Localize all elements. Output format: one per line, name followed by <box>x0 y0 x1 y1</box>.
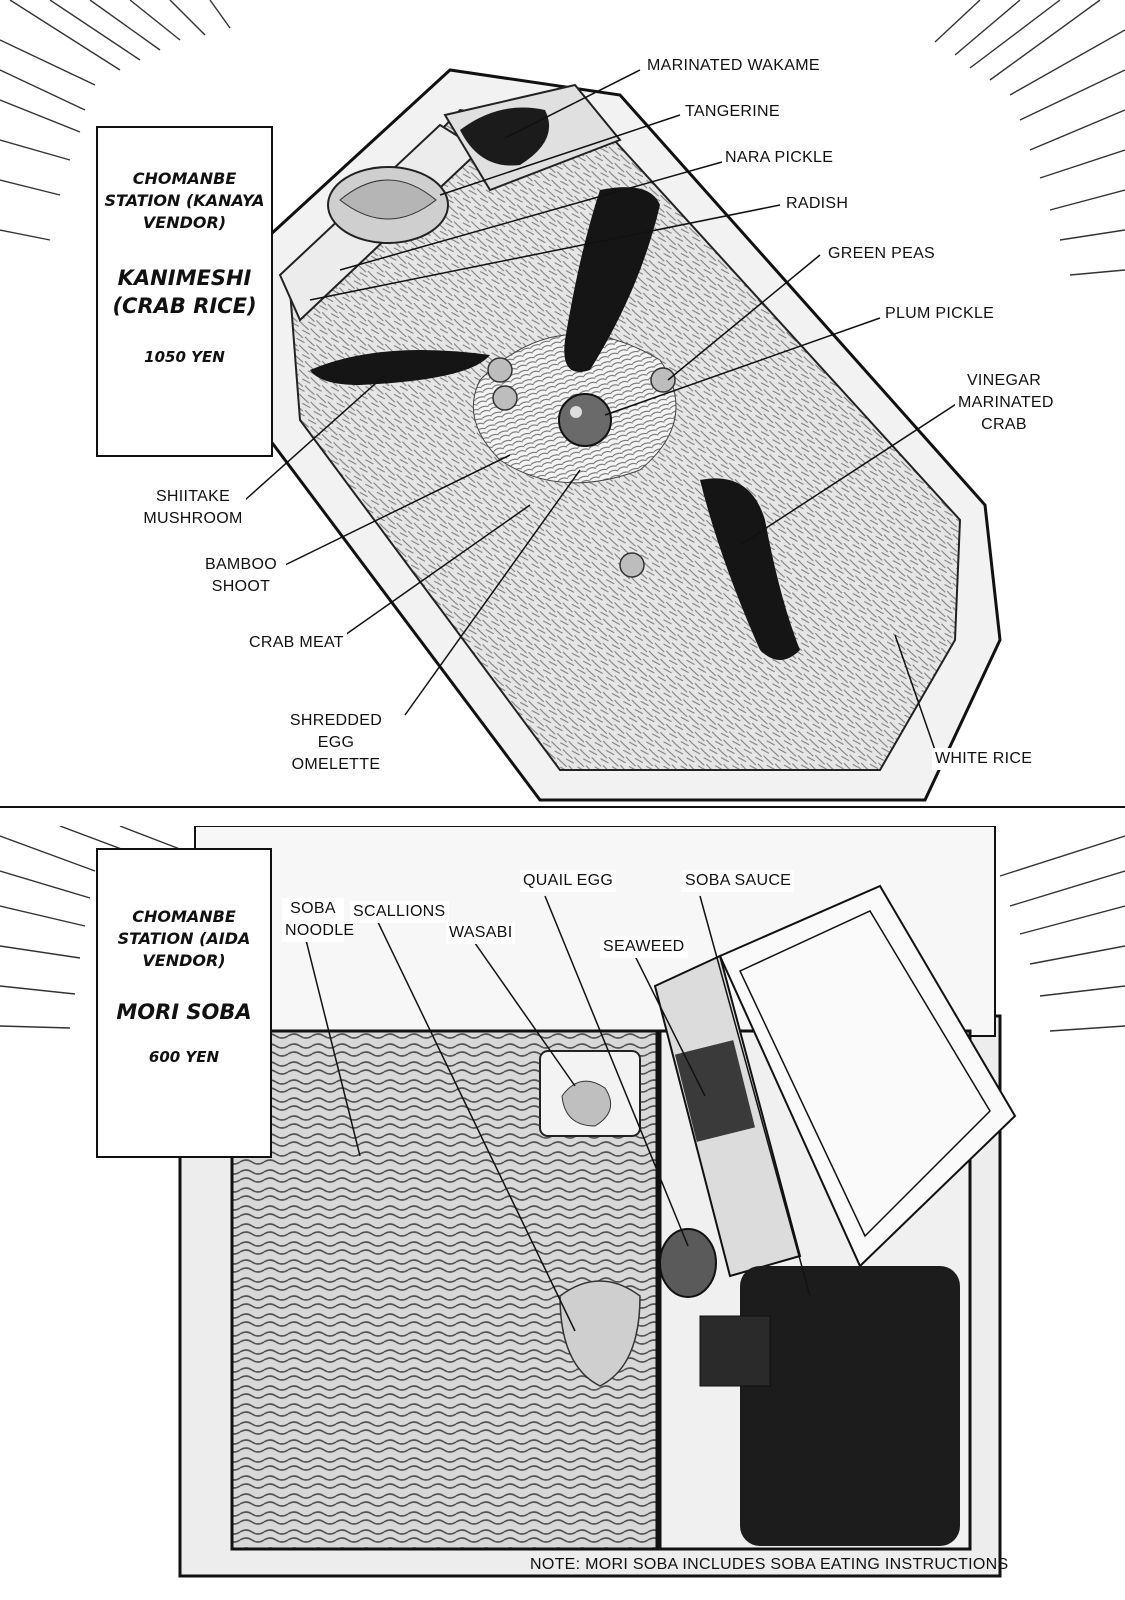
label-soba-sauce: SOBA SAUCE <box>682 870 795 892</box>
label-shiitake-mushroom: SHIITAKE MUSHROOM <box>140 486 246 530</box>
label-vinegar-marinated-crab: VINEGAR MARINATED CRAB <box>955 370 1053 436</box>
label-white-rice: WHITE RICE <box>932 748 1036 770</box>
label-radish: RADISH <box>783 193 852 215</box>
label-marinated-wakame: MARINATED WAKAME <box>644 55 823 77</box>
dish-name: MORI SOBA <box>116 1000 252 1024</box>
crab-rice-info-box: CHOMANBE STATION (KANAYA VENDOR) KANIMES… <box>96 126 273 457</box>
dish-price: 1050 YEN <box>144 348 225 366</box>
footnote: NOTE: MORI SOBA INCLUDES SOBA EATING INS… <box>530 1556 1009 1573</box>
label-soba-noodle: SOBA NOODLE <box>282 898 354 942</box>
label-crab-meat: CRAB MEAT <box>246 632 347 654</box>
crab-rice-bento-illustration <box>0 0 1125 802</box>
dish-price: 600 YEN <box>148 1048 220 1066</box>
label-scallions: SCALLIONS <box>350 901 449 923</box>
bottom-panel: CHOMANBE STATION (AIDA VENDOR) MORI SOBA… <box>0 826 1125 1600</box>
label-wasabi: WASABI <box>446 922 516 944</box>
dish-name: KANIMESHI (CRAB RICE) <box>112 266 257 318</box>
label-bamboo-shoot: BAMBOO SHOOT <box>196 554 286 598</box>
mori-soba-bento-illustration <box>0 826 1125 1578</box>
label-plum-pickle: PLUM PICKLE <box>882 303 998 325</box>
label-green-peas: GREEN PEAS <box>825 243 939 265</box>
label-seaweed: SEAWEED <box>600 936 688 958</box>
label-tangerine: TANGERINE <box>682 101 783 123</box>
mori-soba-info-box: CHOMANBE STATION (AIDA VENDOR) MORI SOBA… <box>96 848 272 1158</box>
label-quail-egg: QUAIL EGG <box>520 870 617 892</box>
station-name: CHOMANBE STATION (KANAYA VENDOR) <box>104 169 265 232</box>
station-name: CHOMANBE STATION (AIDA VENDOR) <box>117 907 251 970</box>
label-nara-pickle: NARA PICKLE <box>722 147 837 169</box>
top-panel: CHOMANBE STATION (KANAYA VENDOR) KANIMES… <box>0 0 1125 808</box>
label-shredded-egg-omelette: SHREDDED EGG OMELETTE <box>270 710 402 776</box>
